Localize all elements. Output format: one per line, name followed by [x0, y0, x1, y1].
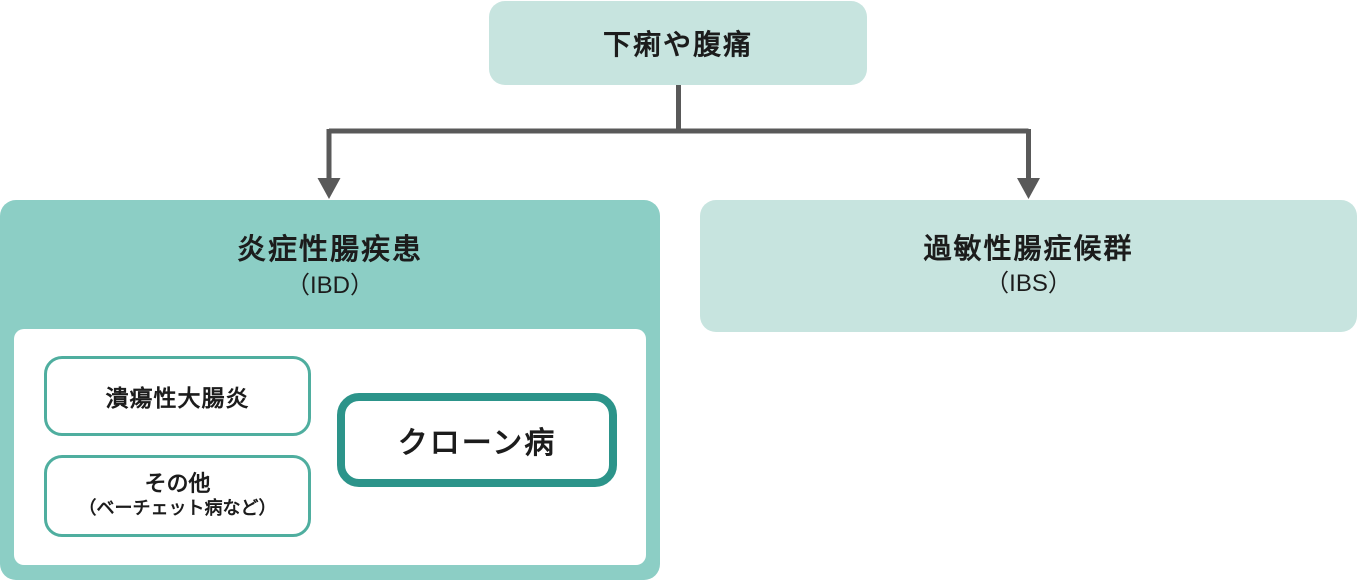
node-others-sublabel: （ベーチェット病など）	[78, 498, 277, 519]
node-ulcerative-colitis: 潰瘍性大腸炎	[44, 356, 311, 436]
ibd-subtitle: （IBD）	[285, 272, 374, 300]
ibd-title: 炎症性腸疾患	[236, 234, 423, 267]
ibd-group-header: 炎症性腸疾患 （IBD）	[0, 200, 660, 329]
node-crohns-disease: クローン病	[337, 393, 617, 487]
node-ibs: 過敏性腸症候群 （IBS）	[700, 200, 1357, 332]
node-others-label: その他	[144, 471, 211, 497]
node-symptoms: 下痢や腹痛	[489, 1, 867, 85]
ibs-title: 過敏性腸症候群	[923, 233, 1134, 265]
node-symptoms-label: 下痢や腹痛	[602, 29, 753, 60]
node-crohns-disease-label: クローン病	[397, 427, 557, 460]
ibs-subtitle: （IBS）	[985, 270, 1072, 298]
node-ibd-group: 炎症性腸疾患 （IBD） 潰瘍性大腸炎 クローン病 その他 （ベーチェット病など…	[0, 200, 660, 580]
node-ulcerative-colitis-label: 潰瘍性大腸炎	[105, 385, 250, 411]
node-others: その他 （ベーチェット病など）	[44, 455, 311, 537]
ibd-children-panel: 潰瘍性大腸炎 クローン病 その他 （ベーチェット病など）	[14, 329, 646, 565]
